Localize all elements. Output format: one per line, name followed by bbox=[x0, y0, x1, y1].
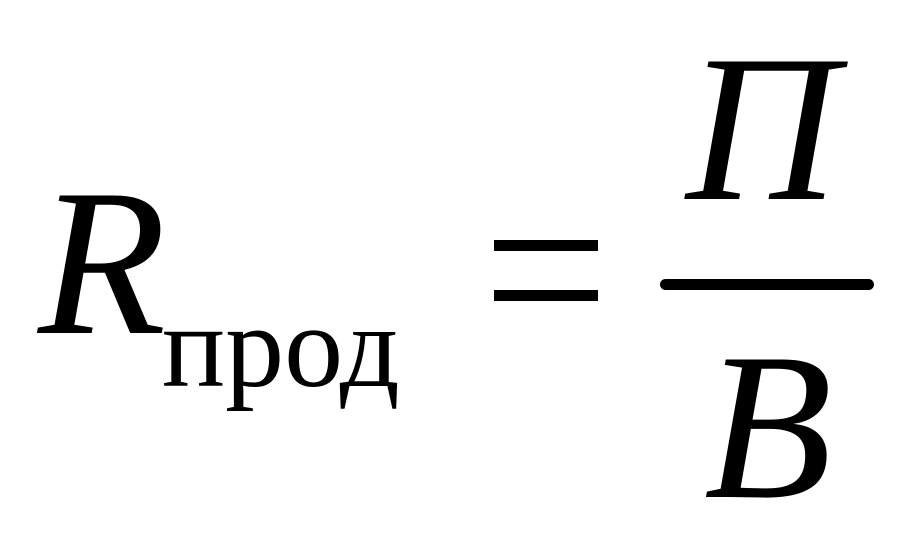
lhs-symbol: R bbox=[38, 147, 167, 379]
fraction-numerator: П bbox=[686, 13, 838, 245]
equals-sign bbox=[494, 240, 598, 302]
fraction-denominator: B bbox=[704, 311, 833, 543]
equals-bar-bottom bbox=[494, 290, 598, 301]
equals-bar-top bbox=[494, 240, 598, 251]
fraction-line bbox=[660, 279, 874, 290]
lhs-subscript: прод bbox=[162, 281, 400, 412]
